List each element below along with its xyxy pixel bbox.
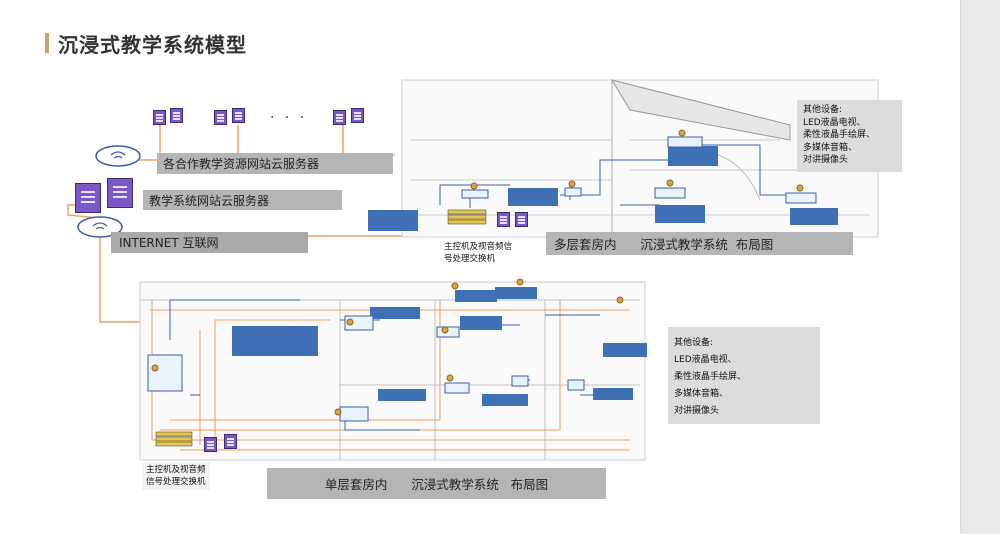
partner-servers-label: 各合作教学资源网站云服务器 bbox=[157, 153, 393, 174]
partner-server-icon bbox=[153, 110, 166, 125]
teaching-server-icon bbox=[107, 178, 133, 208]
side-panel bbox=[960, 0, 1000, 534]
slide: 沉浸式教学系统模型 bbox=[0, 0, 960, 534]
screen-mf-5 bbox=[790, 208, 838, 225]
partner-server-icon bbox=[351, 108, 364, 123]
partner-server-icon bbox=[232, 108, 245, 123]
host-server-icon bbox=[497, 212, 510, 227]
host-server-icon bbox=[515, 212, 528, 227]
single-floor-caption: 单层套房内 沉浸式教学系统 布局图 bbox=[267, 468, 606, 499]
partner-server-icon bbox=[214, 110, 227, 125]
diagram-canvas bbox=[67, 79, 879, 461]
host-server-icon bbox=[224, 434, 237, 449]
screen-mf-1 bbox=[368, 210, 418, 231]
single-floor-plan bbox=[139, 278, 647, 461]
partner-server-icon bbox=[170, 108, 183, 123]
screen-mf-2 bbox=[508, 188, 558, 206]
internet-label: INTERNET 互联网 bbox=[111, 232, 308, 253]
multi-floor-equipment-note: 其他设备: LED液晶电视、 柔性液晶手绘屏、 多媒体音箱、 对讲摄像头 bbox=[797, 100, 902, 172]
partner-server-icon bbox=[333, 110, 346, 125]
teaching-server-icon bbox=[75, 183, 101, 213]
ellipsis: · · · bbox=[270, 110, 308, 126]
title-accent-bar bbox=[45, 33, 49, 53]
host-server-icon bbox=[204, 437, 217, 452]
page-title: 沉浸式教学系统模型 bbox=[58, 33, 247, 57]
teaching-server-label: 教学系统网站云服务器 bbox=[143, 190, 342, 210]
multi-floor-caption: 多层套房内 沉浸式教学系统 布局图 bbox=[546, 232, 853, 255]
screen-sf-main bbox=[232, 326, 318, 356]
screen-mf-3 bbox=[668, 146, 718, 166]
screen-mf-4 bbox=[655, 205, 705, 223]
single-floor-host-caption: 主控机及视音频 信号处理交换机 bbox=[142, 462, 210, 490]
single-floor-equipment-note: 其他设备: LED液晶电视、 柔性液晶手绘屏、 多媒体音箱、 对讲摄像头 bbox=[668, 327, 820, 424]
multi-floor-host-caption: 主控机及视音频信 号处理交换机 bbox=[440, 239, 517, 267]
